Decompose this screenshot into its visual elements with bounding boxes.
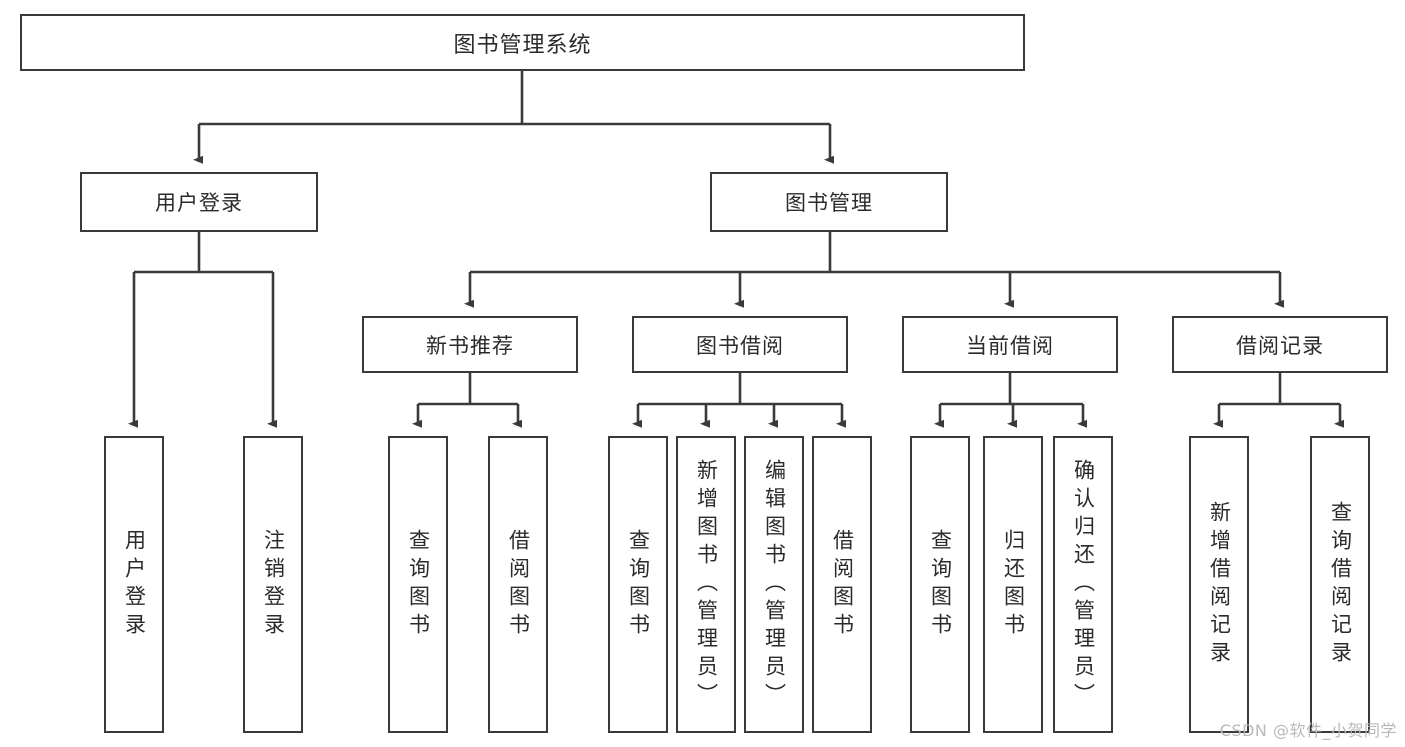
leaf-query-book-recommend[interactable]: 查询图书 [388, 436, 448, 733]
node-root-book-management-system[interactable]: 图书管理系统 [20, 14, 1025, 71]
node-book-management[interactable]: 图书管理 [710, 172, 948, 232]
node-current-borrow[interactable]: 当前借阅 [902, 316, 1118, 373]
leaf-label: 归还图书 [1001, 528, 1026, 641]
leaf-label: 查询图书 [928, 528, 953, 641]
leaf-confirm-return-admin[interactable]: 确认归还（管理员） [1053, 436, 1113, 733]
leaf-return-book[interactable]: 归还图书 [983, 436, 1043, 733]
leaf-label: 新增图书（管理员） [694, 458, 719, 711]
leaf-query-borrow-record[interactable]: 查询借阅记录 [1310, 436, 1370, 733]
leaf-label: 确认归还（管理员） [1071, 458, 1096, 711]
leaf-label: 新增借阅记录 [1207, 500, 1232, 669]
leaf-label: 查询图书 [626, 528, 651, 641]
leaf-label: 编辑图书（管理员） [762, 458, 787, 711]
leaf-edit-book-admin[interactable]: 编辑图书（管理员） [744, 436, 804, 733]
leaf-query-book-borrow[interactable]: 查询图书 [608, 436, 668, 733]
node-new-book-recommend[interactable]: 新书推荐 [362, 316, 578, 373]
leaf-label: 借阅图书 [506, 528, 531, 641]
leaf-query-book-current[interactable]: 查询图书 [910, 436, 970, 733]
leaf-label: 注销登录 [261, 528, 286, 641]
leaf-add-borrow-record[interactable]: 新增借阅记录 [1189, 436, 1249, 733]
leaf-label: 用户登录 [122, 528, 147, 641]
leaf-user-logout[interactable]: 注销登录 [243, 436, 303, 733]
node-borrow-records[interactable]: 借阅记录 [1172, 316, 1388, 373]
leaf-label: 查询图书 [406, 528, 431, 641]
leaf-label: 借阅图书 [830, 528, 855, 641]
leaf-borrow-book-recommend[interactable]: 借阅图书 [488, 436, 548, 733]
node-user-login[interactable]: 用户登录 [80, 172, 318, 232]
leaf-user-login[interactable]: 用户登录 [104, 436, 164, 733]
leaf-add-book-admin[interactable]: 新增图书（管理员） [676, 436, 736, 733]
leaf-label: 查询借阅记录 [1328, 500, 1353, 669]
leaf-borrow-book[interactable]: 借阅图书 [812, 436, 872, 733]
node-book-borrow[interactable]: 图书借阅 [632, 316, 848, 373]
csdn-watermark: CSDN @软件_小贺同学 [1219, 721, 1397, 740]
